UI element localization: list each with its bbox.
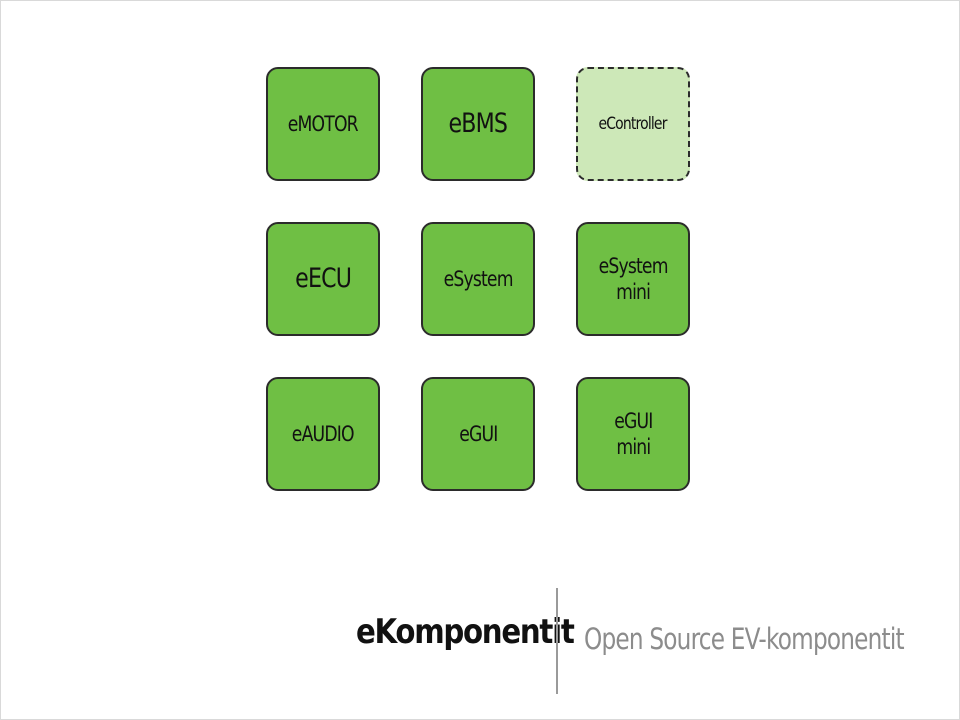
tile-label: eController: [598, 114, 668, 134]
tile-label: eSystem: [443, 267, 513, 291]
brand-title: eKomponentit: [356, 612, 575, 652]
tile-label: eBMS: [448, 108, 509, 139]
tile-econtroller: eController: [576, 67, 690, 181]
tile-ebms: eBMS: [421, 67, 535, 181]
tile-esystem-mini: eSystem mini: [576, 222, 690, 336]
tile-label: eGUI: [458, 422, 498, 446]
tile-eecu: eECU: [266, 222, 380, 336]
tile-label: eGUI mini: [613, 409, 653, 459]
tile-egui: eGUI: [421, 377, 535, 491]
tile-esystem: eSystem: [421, 222, 535, 336]
tile-label: eECU: [294, 263, 352, 294]
tile-egui-mini: eGUI mini: [576, 377, 690, 491]
footer-divider: [556, 588, 558, 694]
brand-tagline: Open Source EV-komponentit: [584, 622, 905, 656]
tile-eaudio: eAUDIO: [266, 377, 380, 491]
tile-emotor: eMOTOR: [266, 67, 380, 181]
tile-label: eSystem mini: [598, 254, 668, 304]
tile-label: eMOTOR: [287, 112, 359, 136]
tile-label: eAUDIO: [292, 422, 355, 446]
